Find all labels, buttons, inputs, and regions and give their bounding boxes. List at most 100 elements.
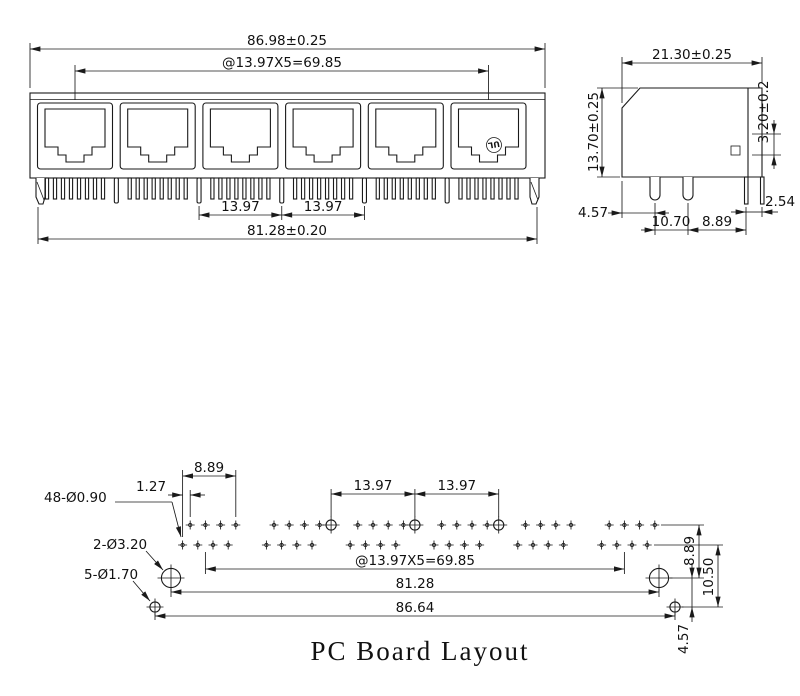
guide-hole (493, 519, 505, 531)
hole-center-cross (360, 540, 370, 550)
connector-pin (52, 177, 58, 200)
dim-post-pitch: 13.97 13.97 (198, 199, 365, 220)
hole-center-cross (627, 540, 637, 550)
rj45-opening (209, 108, 271, 163)
hole-center-cross (642, 540, 652, 550)
signal-drill-hole (622, 522, 627, 528)
board-lock-right (529, 178, 540, 205)
hole-center-cross (223, 540, 233, 550)
connector-pin (242, 177, 247, 200)
callout-signal-holes: 48-Ø0.90 (44, 490, 182, 538)
hole-center-cross (597, 540, 607, 550)
connector-pin (159, 177, 164, 200)
side-leg (649, 177, 661, 201)
signal-drill-hole (469, 522, 475, 528)
hole-center-cross (666, 598, 684, 616)
signal-drill-hole (431, 542, 437, 548)
signal-drill-hole (378, 542, 383, 548)
signal-drill-hole (226, 542, 231, 548)
hole-center-cross (650, 520, 660, 530)
side-leg (682, 177, 694, 201)
connector-pin (383, 177, 388, 200)
connector-pin (415, 177, 420, 200)
connector-body (29, 92, 546, 179)
signal-drill-hole (439, 522, 444, 528)
dim-text-tab-height: 3.20±0.2 (756, 81, 772, 144)
dim-depth: 21.30±0.25 (621, 47, 763, 103)
signal-drill-hole (515, 542, 520, 548)
dim-text-leg-span: 10.70 (652, 214, 691, 230)
signal-drill-hole (363, 542, 368, 548)
signal-drill-hole (614, 542, 619, 548)
signal-drill-hole (485, 522, 490, 528)
guide-hole (149, 601, 161, 613)
hole-center-cross (216, 520, 226, 530)
dim-text-port-pitch-board: @13.97X5=69.85 (355, 553, 475, 569)
callout-guide-holes: 5-Ø1.70 (84, 567, 151, 602)
guide-hole (669, 601, 681, 613)
connector-pin (258, 177, 263, 200)
mount-post (279, 177, 285, 204)
dim-text-group-width: 8.89 (194, 460, 224, 476)
hole-center-cross (307, 540, 317, 550)
dim-text-mount-to-guide: 4.57 (676, 624, 692, 654)
guide-hole (325, 519, 337, 531)
signal-drill-hole (264, 542, 269, 548)
dim-text-height: 13.70±0.25 (586, 92, 602, 172)
front-view: UL 86.98±0.25 @13.97X5=69.85 13.97 13.97 (29, 33, 546, 244)
dim-pin-offset: 8.89 (688, 207, 747, 235)
signal-drill-hole (538, 522, 543, 528)
rj45-opening (375, 108, 437, 163)
signal-drill-hole (561, 542, 566, 548)
dim-text-pin-pitch: 2.54 (765, 194, 795, 210)
mount-post (444, 177, 450, 204)
dim-mount-span: 81.28±0.20 (37, 207, 538, 244)
rj45-port (367, 102, 444, 170)
board-layout: 8.89 1.27 13.97 13.97 48-Ø0.90 2-Ø3. (44, 460, 723, 666)
callout-text-mount-holes: 2-Ø3.20 (93, 537, 147, 553)
signal-drill-hole (180, 542, 185, 548)
board-layout-title: PC Board Layout (311, 636, 530, 666)
dim-text-overall-span-board: 86.64 (396, 600, 435, 616)
signal-drill-hole (302, 522, 307, 528)
signal-drill-hole (279, 542, 284, 548)
signal-drill-hole (210, 542, 216, 548)
dim-text-pitch-left: 13.97 (221, 199, 260, 215)
connector-pin (266, 177, 271, 200)
dim-text-guide-pitch-right: 13.97 (437, 478, 476, 494)
hole-center-cross (604, 520, 614, 530)
dim-text-row-to-mount: 8.89 (682, 536, 698, 566)
connector-pin (506, 177, 511, 200)
ul-logo-text: UL (487, 139, 500, 150)
signal-drill-hole (309, 542, 315, 548)
connector-pin (60, 177, 66, 200)
connector-pin (482, 177, 487, 200)
hole-center-cross (459, 540, 469, 550)
rj45-opening (457, 108, 520, 163)
connector-pin (210, 177, 215, 200)
signal-drill-hole (195, 542, 200, 548)
signal-drill-hole (530, 542, 536, 548)
hole-center-cross (368, 520, 378, 530)
connector-pin (151, 177, 156, 200)
signal-drill-hole (568, 522, 574, 528)
signal-drill-hole (348, 542, 353, 548)
connector-pin (332, 177, 338, 200)
signal-drill-hole (317, 522, 322, 528)
hole-center-cross (178, 540, 188, 550)
hole-center-cross (322, 516, 340, 534)
hole-center-cross (376, 540, 386, 550)
hole-center-cross (269, 520, 279, 530)
signal-drill-hole (370, 522, 376, 528)
signal-drill-hole (607, 522, 612, 528)
hole-center-cross (353, 520, 363, 530)
signal-drill-hole (454, 522, 459, 528)
signal-drill-hole (523, 522, 528, 528)
hole-center-cross (490, 516, 508, 534)
hole-center-cross (299, 520, 309, 530)
rj45-port (202, 102, 279, 170)
hole-center-cross (619, 520, 629, 530)
connector-pin (44, 177, 50, 200)
dim-mount-to-guide: 4.57 (676, 563, 695, 654)
